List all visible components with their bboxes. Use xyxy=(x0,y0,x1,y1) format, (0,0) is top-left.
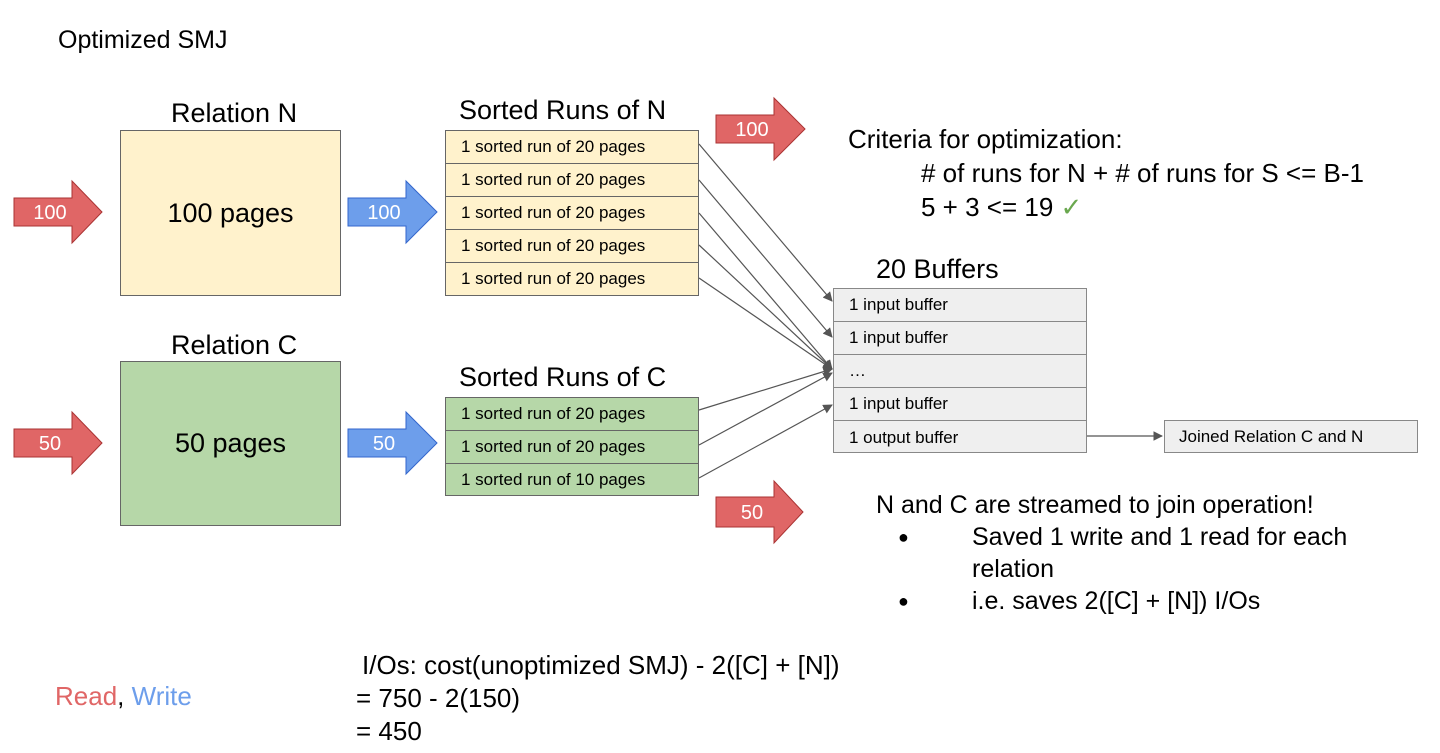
buffer-row-ellipsis: … xyxy=(834,355,1086,388)
buffer-row-2: 1 input buffer xyxy=(834,322,1086,355)
relation-n-label: Relation N xyxy=(171,98,298,128)
ios-line3: = 450 xyxy=(356,716,422,746)
buffers-stack: 1 input buffer 1 input buffer … 1 input … xyxy=(833,288,1087,453)
connector-c1 xyxy=(698,366,833,411)
bullet-icon: ● xyxy=(898,527,909,547)
relation-n-pages: 100 pages xyxy=(167,197,294,228)
arrow-n-read-in: 100 xyxy=(13,179,103,245)
ios-line1: I/Os: cost(unoptimized SMJ) - 2([C] + [N… xyxy=(362,650,840,680)
sorted-run-n-5: 1 sorted run of 20 pages xyxy=(461,269,646,288)
sorted-run-c-3: 1 sorted run of 10 pages xyxy=(461,469,646,489)
arrow-n-read-runs: 100 xyxy=(715,96,806,162)
connector-c2 xyxy=(698,372,833,446)
notes-bullet-2: ● i.e. saves 2([C] + [N]) I/Os xyxy=(898,585,1418,619)
legend-write: Write xyxy=(131,681,192,711)
sorted-runs-n-label: Sorted Runs of N xyxy=(459,95,667,125)
connector-n3 xyxy=(698,212,833,370)
sorted-run-n-2: 1 sorted run of 20 pages xyxy=(446,164,698,197)
criteria-line1: # of runs for N + # of runs for S <= B-1 xyxy=(921,158,1364,188)
connector-n5 xyxy=(698,277,833,370)
arrow-c-read-in-label: 50 xyxy=(39,433,61,455)
arrow-n-write-label: 100 xyxy=(367,202,400,224)
arrow-n-read-runs-label: 100 xyxy=(735,119,768,141)
notes-bullet-1: ● Saved 1 write and 1 read for each rela… xyxy=(898,521,1418,587)
buffers-label: 20 Buffers xyxy=(876,254,999,284)
criteria-heading: Criteria for optimization: xyxy=(848,124,1123,154)
arrow-c-read-runs: 50 xyxy=(715,479,804,545)
notes-heading: N and C are streamed to join operation! xyxy=(876,491,1314,519)
notes-bullet-1-text: Saved 1 write and 1 read for each relati… xyxy=(972,523,1348,583)
sorted-runs-c-label: Sorted Runs of C xyxy=(459,362,667,392)
arrow-n-read-in-label: 100 xyxy=(33,202,66,224)
relation-c-pages: 50 pages xyxy=(174,428,287,458)
connector-n2 xyxy=(698,179,833,338)
bullet-icon: ● xyxy=(898,591,909,611)
joined-relation-label: Joined Relation C and N xyxy=(1179,426,1364,446)
sorted-run-c-2: 1 sorted run of 20 pages xyxy=(446,431,698,464)
check-icon: ✓ xyxy=(1060,192,1083,222)
ios-line2: = 750 - 2(150) xyxy=(356,683,521,713)
relation-c-box: 50 pages xyxy=(120,361,341,526)
relation-n-box: 100 pages xyxy=(120,130,341,296)
arrow-c-write: 50 xyxy=(347,410,438,476)
sorted-run-c-1: 1 sorted run of 20 pages xyxy=(446,398,698,431)
buffer-row-1: 1 input buffer xyxy=(834,289,1086,322)
arrow-c-read-in: 50 xyxy=(13,410,103,476)
arrow-c-write-label: 50 xyxy=(373,433,395,455)
legend-separator: , xyxy=(117,681,125,711)
notes-bullet-2-text: i.e. saves 2([C] + [N]) I/Os xyxy=(972,587,1261,615)
relation-c-label: Relation C xyxy=(171,330,298,360)
connector-n1 xyxy=(698,143,833,302)
sorted-run-n-4: 1 sorted run of 20 pages xyxy=(446,230,698,263)
run-connectors xyxy=(698,143,1163,479)
arrow-n-write: 100 xyxy=(347,179,438,245)
buffer-row-4: 1 input buffer xyxy=(834,388,1086,421)
sorted-runs-c: 1 sorted run of 20 pages 1 sorted run of… xyxy=(445,397,699,496)
sorted-run-n-1: 1 sorted run of 20 pages xyxy=(446,131,698,164)
legend: Read, Write xyxy=(55,681,192,712)
joined-relation-box: Joined Relation C and N xyxy=(1164,420,1418,453)
sorted-runs-n: 1 sorted run of 20 pages 1 sorted run of… xyxy=(445,130,699,296)
connector-n4 xyxy=(698,244,833,370)
connector-c3 xyxy=(698,404,833,479)
criteria-line2: 5 + 3 <= 19 xyxy=(921,192,1054,222)
buffer-row-output: 1 output buffer xyxy=(849,427,959,447)
sorted-run-n-3: 1 sorted run of 20 pages xyxy=(446,197,698,230)
criteria-line2-wrap: 5 + 3 <= 19 ✓ xyxy=(921,190,1082,224)
page-title: Optimized SMJ xyxy=(58,26,228,54)
arrow-c-read-runs-label: 50 xyxy=(741,502,763,524)
legend-read: Read xyxy=(55,681,118,711)
